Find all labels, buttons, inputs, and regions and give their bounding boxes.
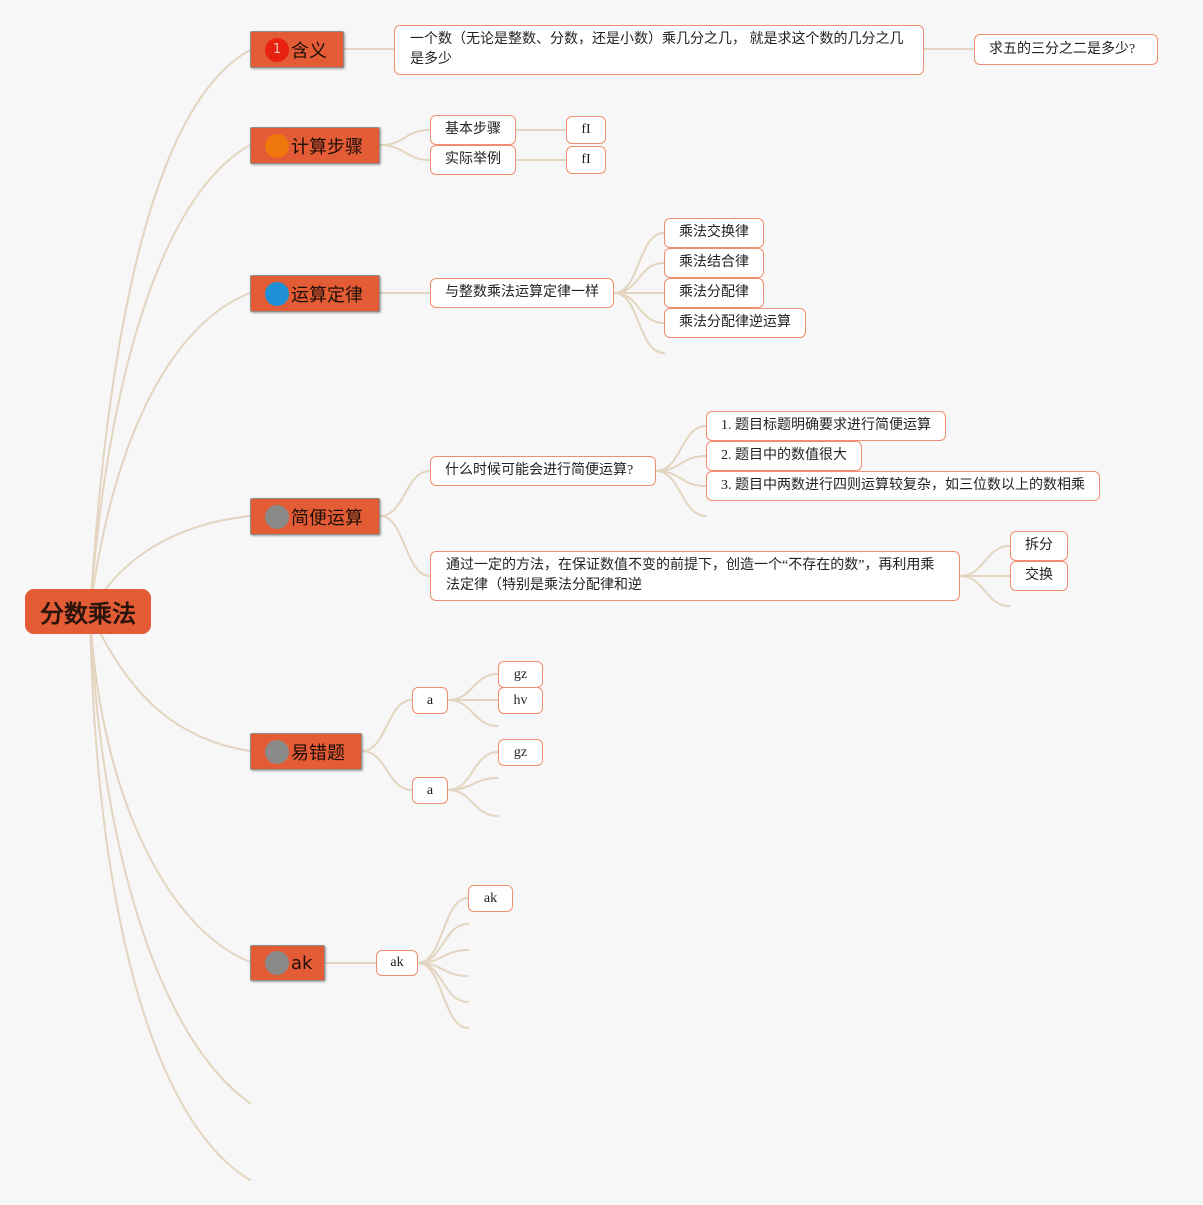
meaning-definition-text: 一个数（无论是整数、分数，还是小数）乘几分之几， 就是求这个数的几分之几是多少 — [410, 32, 904, 67]
practical-example-label: 实际举例 — [445, 152, 501, 167]
law-distributive-inverse[interactable]: 乘法分配律逆运算 — [664, 308, 806, 338]
error-group-2-item-1-label: gz — [513, 744, 528, 760]
method-split[interactable]: 拆分 — [1010, 531, 1068, 561]
root-label: 分数乘法 — [40, 600, 136, 628]
error-group-1-label: a — [426, 692, 434, 708]
error-group-1[interactable]: a — [412, 687, 448, 714]
number-4-icon — [265, 504, 289, 529]
condition-3-text: 3. 题目中两数进行四则运算较复杂，如三位数以上的数相乘 — [721, 478, 1085, 493]
meaning-example-text: 求五的三分之二是多少? — [989, 41, 1136, 57]
condition-1-text: 1. 题目标题明确要求进行简便运算 — [721, 418, 931, 433]
number-3-icon — [265, 281, 289, 306]
when-simplify-question-text: 什么时候可能会进行简便运算? — [445, 463, 634, 478]
basic-steps-label: 基本步骤 — [445, 122, 501, 137]
law-distributive[interactable]: 乘法分配律 — [664, 278, 764, 308]
branch-operation-laws[interactable]: 运算定律 — [250, 275, 380, 312]
number-1-icon: 1 — [265, 37, 289, 62]
branch-meaning[interactable]: 1 含义 — [250, 31, 344, 68]
method-exchange[interactable]: 交换 — [1010, 561, 1068, 591]
condition-2[interactable]: 2. 题目中的数值很大 — [706, 441, 862, 471]
branch-simplified-calculation-label: 简便运算 — [291, 507, 363, 529]
simplify-method-text: 通过一定的方法，在保证数值不变的前提下，创造一个“不存在的数”，再利用乘法定律（… — [446, 558, 935, 593]
practical-example-node[interactable]: 实际举例 — [430, 145, 516, 175]
condition-2-text: 2. 题目中的数值很大 — [721, 448, 847, 463]
error-group-1-item-2[interactable]: hv — [498, 687, 543, 714]
law-associative[interactable]: 乘法结合律 — [664, 248, 764, 278]
number-2-icon — [265, 133, 289, 158]
error-group-2[interactable]: a — [412, 777, 448, 804]
branch-meaning-label: 含义 — [291, 40, 327, 62]
error-group-2-label: a — [426, 782, 434, 798]
meaning-definition[interactable]: 一个数（无论是整数、分数，还是小数）乘几分之几， 就是求这个数的几分之几是多少 — [394, 25, 924, 75]
basic-steps-child-label: fI — [581, 122, 591, 137]
ak-child[interactable]: ak — [376, 950, 418, 976]
law-commutative[interactable]: 乘法交换律 — [664, 218, 764, 248]
condition-3[interactable]: 3. 题目中两数进行四则运算较复杂，如三位数以上的数相乘 — [706, 471, 1100, 501]
root-node[interactable]: 分数乘法 — [25, 589, 151, 634]
condition-1[interactable]: 1. 题目标题明确要求进行简便运算 — [706, 411, 946, 441]
branch-error-prone[interactable]: 易错题 — [250, 733, 362, 770]
branch-simplified-calculation[interactable]: 简便运算 — [250, 498, 380, 535]
number-5-icon — [265, 739, 289, 764]
basic-steps-node[interactable]: 基本步骤 — [430, 115, 516, 145]
error-group-2-item-1[interactable]: gz — [498, 739, 543, 766]
number-6-icon — [265, 951, 289, 975]
same-as-integer-laws-text: 与整数乘法运算定律一样 — [445, 285, 599, 300]
law-commutative-label: 乘法交换律 — [679, 225, 749, 240]
meaning-example[interactable]: 求五的三分之二是多少? — [974, 34, 1158, 65]
method-exchange-label: 交换 — [1025, 568, 1053, 583]
branch-calculation-steps[interactable]: 计算步骤 — [250, 127, 380, 164]
same-as-integer-laws[interactable]: 与整数乘法运算定律一样 — [430, 278, 614, 308]
basic-steps-child[interactable]: fI — [566, 116, 606, 144]
ak-grandchild-label: ak — [483, 890, 498, 906]
practical-example-child-label: fI — [581, 152, 591, 167]
error-group-1-item-2-label: hv — [513, 692, 528, 708]
when-simplify-question[interactable]: 什么时候可能会进行简便运算? — [430, 456, 656, 486]
simplify-method[interactable]: 通过一定的方法，在保证数值不变的前提下，创造一个“不存在的数”，再利用乘法定律（… — [430, 551, 960, 601]
ak-grandchild[interactable]: ak — [468, 885, 513, 912]
error-group-1-item-1[interactable]: gz — [498, 661, 543, 688]
law-associative-label: 乘法结合律 — [679, 255, 749, 270]
branch-error-prone-label: 易错题 — [291, 742, 345, 764]
practical-example-child[interactable]: fI — [566, 146, 606, 174]
error-group-1-item-1-label: gz — [513, 666, 528, 682]
law-distributive-label: 乘法分配律 — [679, 285, 749, 300]
ak-child-label: ak — [390, 955, 404, 970]
branch-ak-label: ak — [291, 952, 313, 974]
law-distributive-inverse-label: 乘法分配律逆运算 — [679, 315, 791, 330]
branch-calculation-steps-label: 计算步骤 — [291, 136, 363, 158]
branch-ak[interactable]: ak — [250, 945, 325, 981]
branch-operation-laws-label: 运算定律 — [291, 284, 363, 306]
method-split-label: 拆分 — [1025, 538, 1053, 553]
